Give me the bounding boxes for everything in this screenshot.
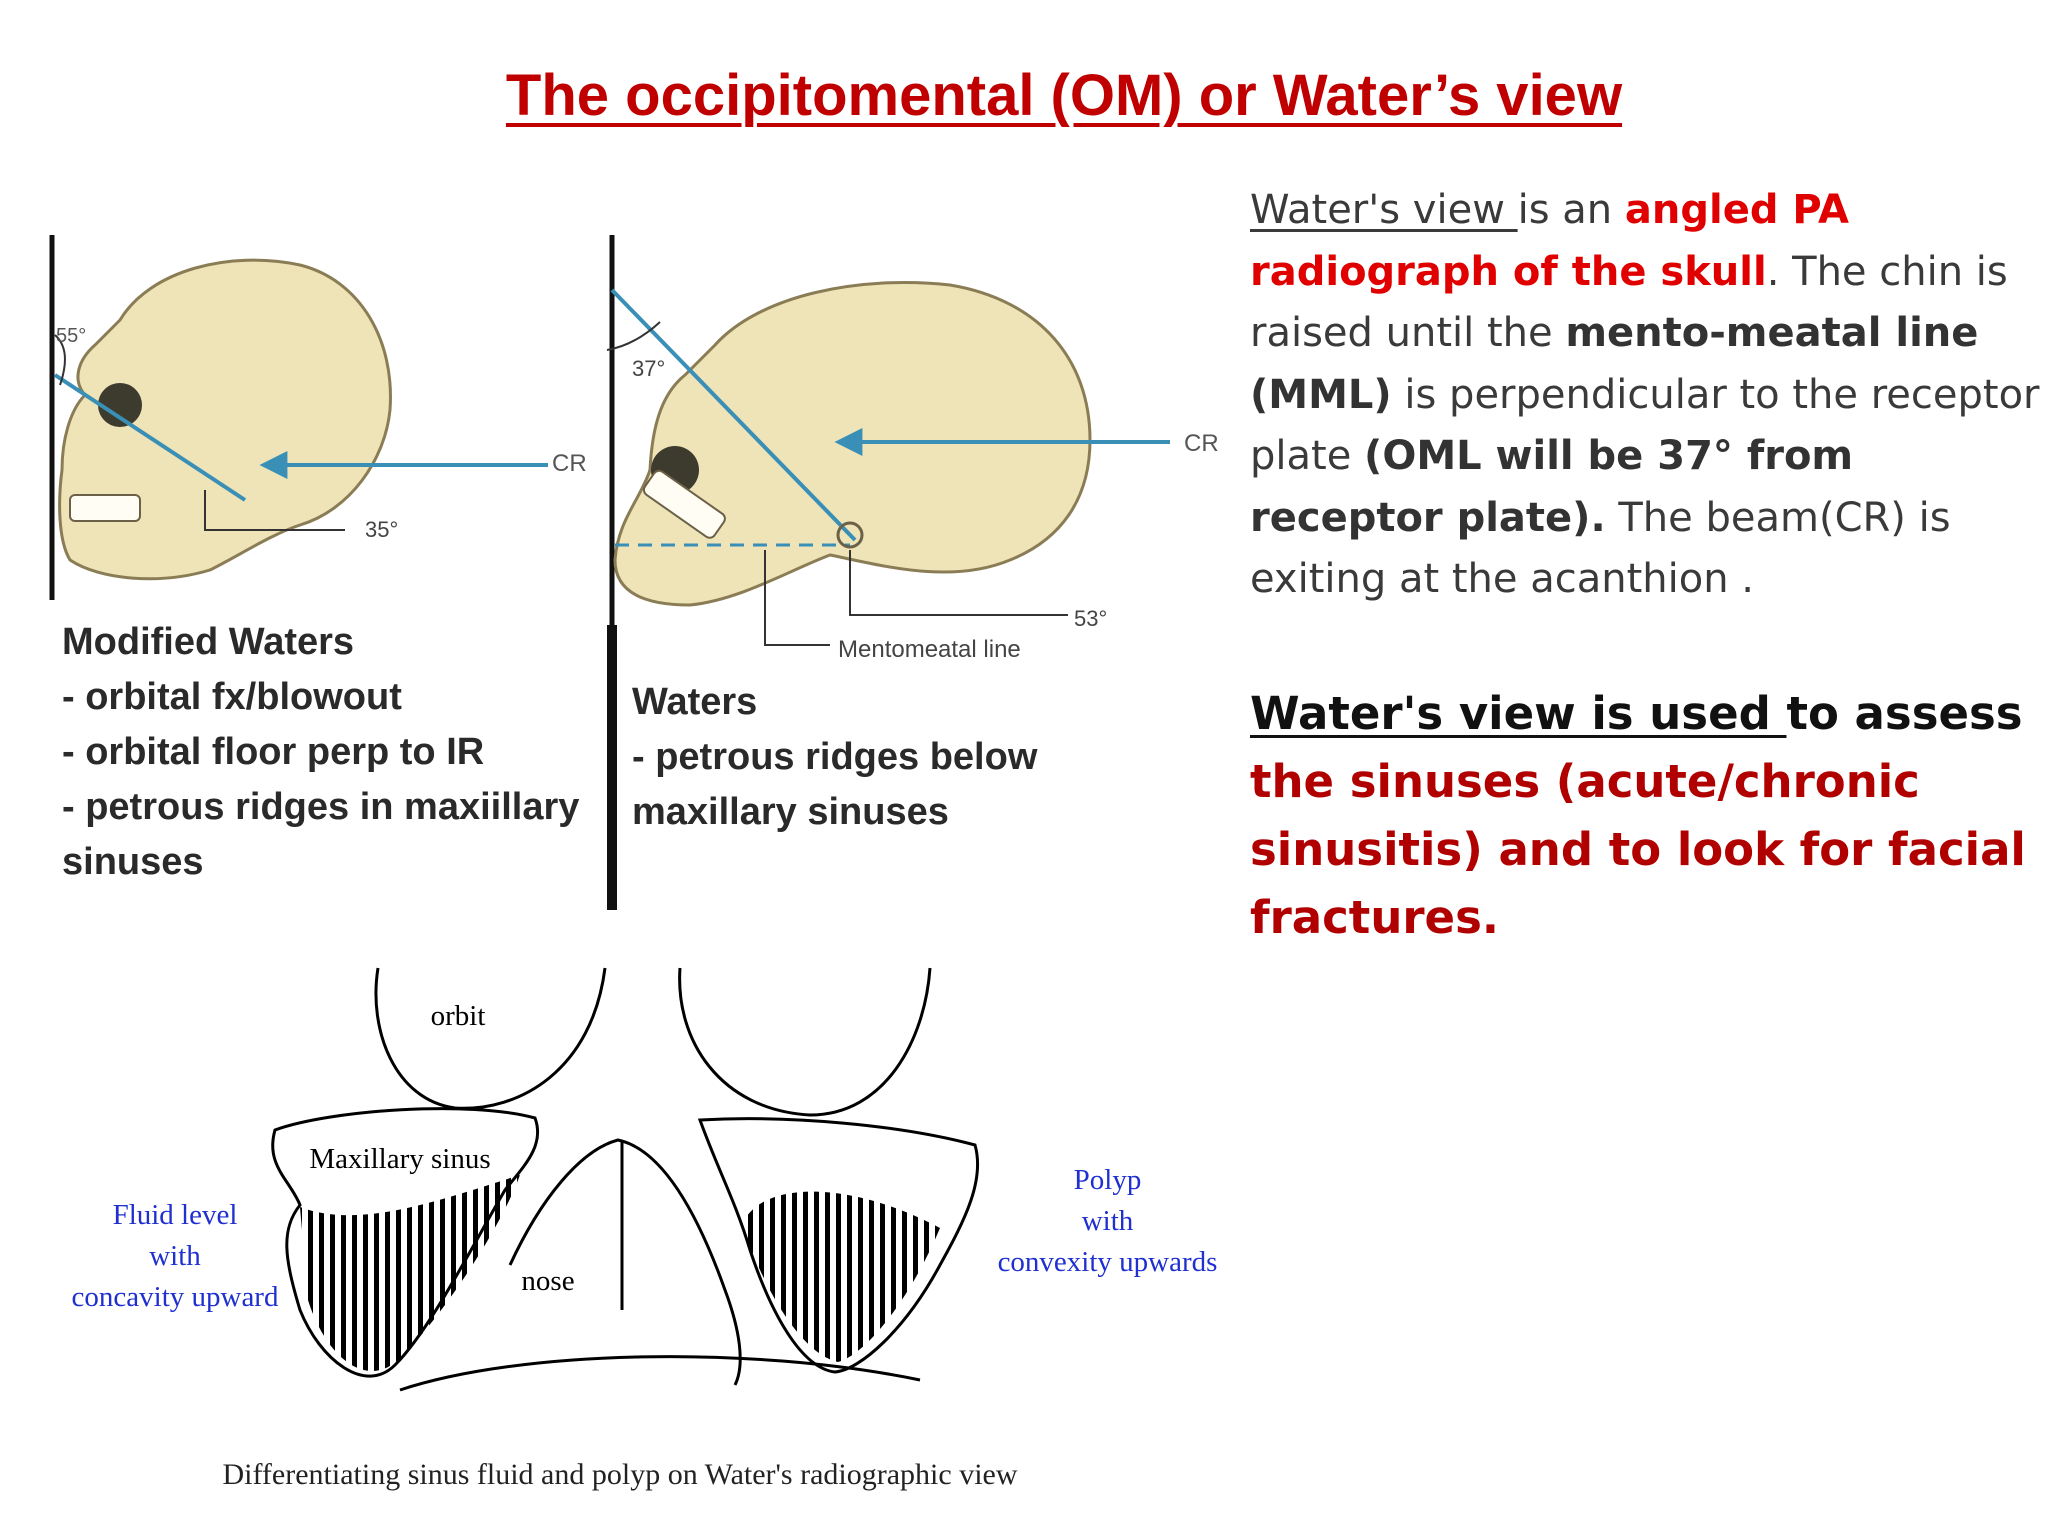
- fluid-label-line-2: with: [149, 1240, 201, 1272]
- polyp-label: Polyp with convexity upwards: [980, 1160, 1235, 1283]
- waters-line-1: - petrous ridges below maxillary sinuses: [632, 736, 1038, 833]
- mml-leader: [764, 550, 830, 646]
- nose-outline: [508, 1138, 742, 1386]
- description-text-2: . The chin is raised until the: [1250, 248, 2008, 357]
- description-oml: (OML will be 37° from receptor plate).: [1250, 433, 1854, 541]
- angle-leader-left: [204, 490, 345, 531]
- description-paragraph: Water's view is an angled PA radiograph …: [1250, 180, 2040, 611]
- angle-37-label: 37°: [632, 356, 666, 381]
- description-text-3: is perpendicular to the receptor plate: [1250, 371, 2040, 480]
- description-text-4: The beam(CR) is exiting at the acanthion…: [1250, 494, 1951, 603]
- fluid-label-line-3: concavity upward: [71, 1281, 279, 1313]
- modified-waters-figure: [49, 235, 548, 600]
- orbit-left-outline: [374, 967, 607, 1110]
- polyp-label-line-1: Polyp: [1073, 1164, 1142, 1196]
- angle-arc-left: [54, 334, 66, 386]
- waters-heading: Waters: [632, 681, 758, 723]
- description-text-1: is an: [1517, 187, 1625, 233]
- oml-line-right: [610, 288, 857, 542]
- cr-label-right: CR: [1184, 430, 1219, 457]
- skull-left: [58, 258, 392, 581]
- polyp-label-line-2: with: [1081, 1205, 1134, 1237]
- angle-leader-right: [849, 550, 1068, 616]
- fluid-level-label: Fluid level with concavity upward: [50, 1195, 300, 1318]
- maxillary-sinus-right-outline: [697, 1117, 980, 1374]
- polyp-label-line-3: convexity upwards: [997, 1246, 1218, 1278]
- modified-waters-line-2: - orbital floor perp to IR: [62, 731, 485, 773]
- orbit-label: orbit: [430, 1000, 486, 1032]
- mentomeatal-label: Mentomeatal line: [838, 636, 1021, 663]
- skull-diagrams: [49, 235, 1170, 1392]
- usage-highlight: the sinuses (acute/chronic sinusitis) an…: [1250, 755, 2026, 944]
- page-title: The occipitomental (OM) or Water’s view: [505, 63, 1623, 128]
- description-mml: mento-meatal line (MML): [1250, 310, 1979, 418]
- waters-figure: [606, 235, 1170, 910]
- modified-waters-line-3: - petrous ridges in maxiillary sinuses: [62, 786, 580, 883]
- ear-canal-right: [836, 521, 864, 549]
- maxillary-sinus-label: Maxillary sinus: [309, 1143, 491, 1175]
- modified-waters-heading: Modified Waters: [62, 621, 355, 663]
- fluid-hatch: [300, 1175, 520, 1372]
- modified-waters-line-1: - orbital fx/blowout: [62, 676, 402, 718]
- usage-term: Water's view is used: [1250, 687, 1787, 740]
- polyp-hatch: [742, 1191, 940, 1362]
- teeth-right: [642, 469, 726, 539]
- nose-label: nose: [521, 1265, 575, 1297]
- angle-53-label: 53°: [1074, 606, 1108, 631]
- description-term: Water's view: [1250, 187, 1518, 233]
- fluid-label-line-1: Fluid level: [112, 1199, 238, 1231]
- orbit-right-outline: [678, 967, 932, 1117]
- angle-55-label: 55°: [56, 325, 87, 347]
- angle-arc-right: [606, 321, 661, 351]
- sinus-caption: Differentiating sinus fluid and polyp on…: [222, 1458, 1018, 1491]
- description-highlight: angled PA radiograph of the skull: [1250, 187, 1849, 295]
- oml-line-left: [53, 373, 247, 502]
- cr-label-left: CR: [552, 450, 587, 477]
- sinus-schematic: [271, 967, 980, 1392]
- usage-paragraph: Water's view is used to assess the sinus…: [1250, 680, 2040, 952]
- palate-line: [399, 1355, 921, 1392]
- usage-text: to assess: [1786, 687, 2023, 740]
- angle-35-label: 35°: [365, 517, 399, 542]
- orbit-left: [98, 383, 142, 427]
- teeth-left: [69, 494, 141, 522]
